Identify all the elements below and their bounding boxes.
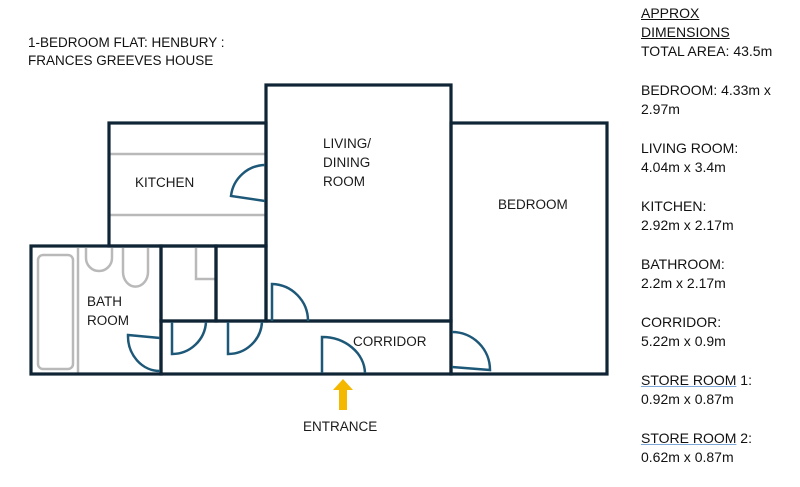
- bathroom-fixtures: [36, 248, 150, 373]
- entrance-arrow-icon: [333, 379, 353, 410]
- corridor-dim-label: CORRIDOR:: [641, 314, 722, 330]
- store2-dim-name: STORE ROOM: [641, 430, 737, 446]
- living-label-2: DINING: [323, 155, 370, 170]
- bathtub: [36, 253, 75, 371]
- kitchen-label: KITCHEN: [135, 175, 194, 190]
- doors: [126, 163, 492, 374]
- living-dim-value: 4.04m x 3.4m: [641, 159, 726, 175]
- living-dim-label: LIVING ROOM:: [641, 140, 739, 156]
- store-room-1-walls: [159, 244, 218, 323]
- bedroom-walls: [449, 121, 609, 376]
- plan-title: 1-BEDROOM FLAT: HENBURY : FRANCES GREEVE…: [28, 34, 225, 70]
- kitchen-counters: [110, 152, 265, 217]
- dimensions-heading-2: DIMENSIONS: [641, 24, 730, 40]
- corridor-walls: [159, 319, 453, 376]
- bedroom-door-icon: [451, 330, 492, 372]
- dimensions-heading-1: APPROX: [641, 5, 700, 21]
- store1-dim-name: STORE ROOM: [641, 372, 737, 388]
- store1-dim-value: 0.92m x 0.87m: [641, 391, 734, 407]
- walls: [29, 83, 609, 376]
- floor-plan: KITCHEN LIVING/ DINING ROOM BEDROOM BATH…: [29, 83, 609, 434]
- living-label-3: ROOM: [323, 174, 365, 189]
- entrance-door-icon: [320, 335, 367, 374]
- title-line-2: FRANCES GREEVES HOUSE: [28, 53, 214, 68]
- bath-label-1: BATH: [87, 294, 122, 309]
- living-room-walls: [264, 83, 453, 323]
- store2-dim-suffix: 2:: [736, 430, 752, 446]
- living-room-door-icon: [270, 282, 310, 322]
- store-room-1-door-icon: [170, 321, 208, 356]
- bathroom-dim-label: BATHROOM:: [641, 256, 725, 272]
- bedroom-label: BEDROOM: [498, 197, 568, 212]
- bedroom-dim-value: 2.97m: [641, 101, 680, 117]
- store2-dim-value: 0.62m x 0.87m: [641, 449, 734, 465]
- kitchen-dim-value: 2.92m x 2.17m: [641, 217, 734, 233]
- bathroom-door-icon: [126, 333, 161, 373]
- corridor-label: CORRIDOR: [353, 334, 427, 349]
- basin: [84, 248, 114, 273]
- total-area: TOTAL AREA: 43.5m: [641, 43, 773, 59]
- bathroom-walls: [29, 244, 163, 376]
- entrance-label: ENTRANCE: [303, 419, 377, 434]
- kitchen-door-icon: [229, 163, 266, 203]
- store1-dim-suffix: 1:: [736, 372, 752, 388]
- bathroom-dim-value: 2.2m x 2.17m: [641, 275, 726, 291]
- kitchen-dim-label: KITCHEN:: [641, 198, 707, 214]
- store-room-2-door-icon: [226, 321, 264, 356]
- corridor-dim-value: 5.22m x 0.9m: [641, 333, 726, 349]
- store-shelf: [194, 248, 215, 281]
- bath-label-2: ROOM: [87, 313, 129, 328]
- toilet: [121, 248, 150, 288]
- bedroom-dim-label: BEDROOM: 4.33m x: [641, 82, 771, 98]
- dimensions-panel: APPROX DIMENSIONS TOTAL AREA: 43.5m BEDR…: [641, 4, 800, 487]
- title-line-1: 1-BEDROOM FLAT: HENBURY :: [28, 35, 225, 50]
- store-room-2-walls: [214, 244, 268, 323]
- living-label-1: LIVING/: [323, 136, 371, 151]
